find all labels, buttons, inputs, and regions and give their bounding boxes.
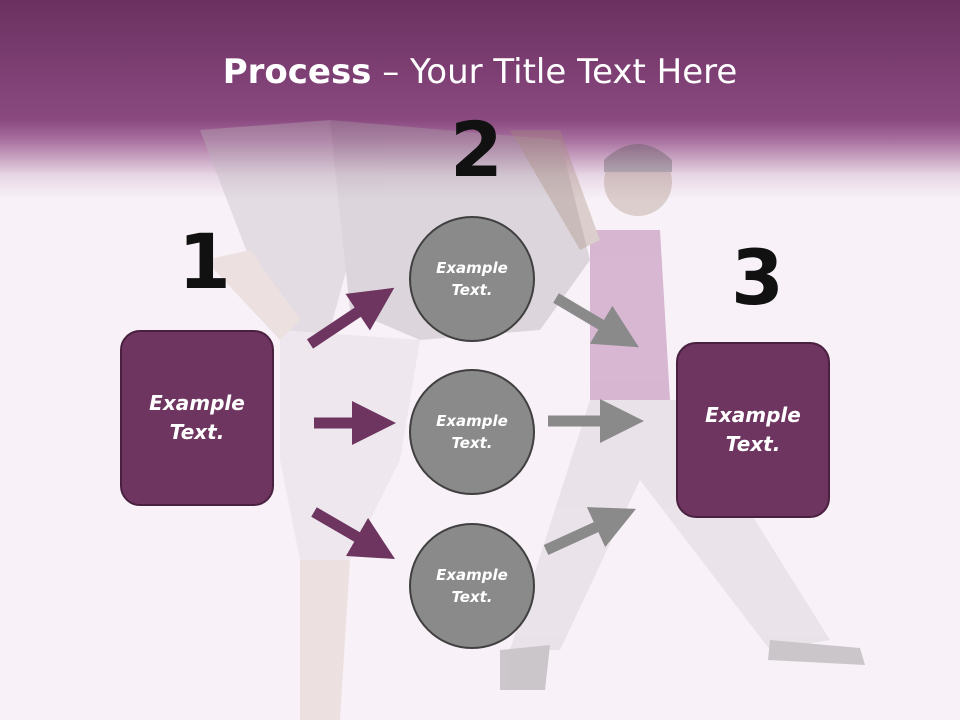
title-bold: Process (222, 52, 372, 92)
step-number-2: 2 (450, 105, 503, 194)
circle-2-line1: Example (436, 411, 508, 430)
step-number-3: 3 (731, 233, 784, 322)
circle-1-line2: Text. (451, 281, 493, 299)
left-box-line1: Example (149, 391, 245, 415)
header-band (0, 0, 960, 200)
title-rest: – Your Title Text Here (371, 52, 738, 92)
right-box-line1: Example (705, 403, 801, 427)
slide-title: Process – Your Title Text Here (0, 52, 960, 92)
circle-2-line2: Text. (451, 434, 493, 452)
circle-3-line2: Text. (451, 588, 493, 606)
left-box-line2: Text. (169, 420, 225, 444)
circle-3-line1: Example (436, 565, 508, 584)
right-box-line2: Text. (725, 432, 781, 456)
circle-1-line1: Example (436, 258, 508, 277)
step-number-1: 1 (178, 217, 231, 306)
